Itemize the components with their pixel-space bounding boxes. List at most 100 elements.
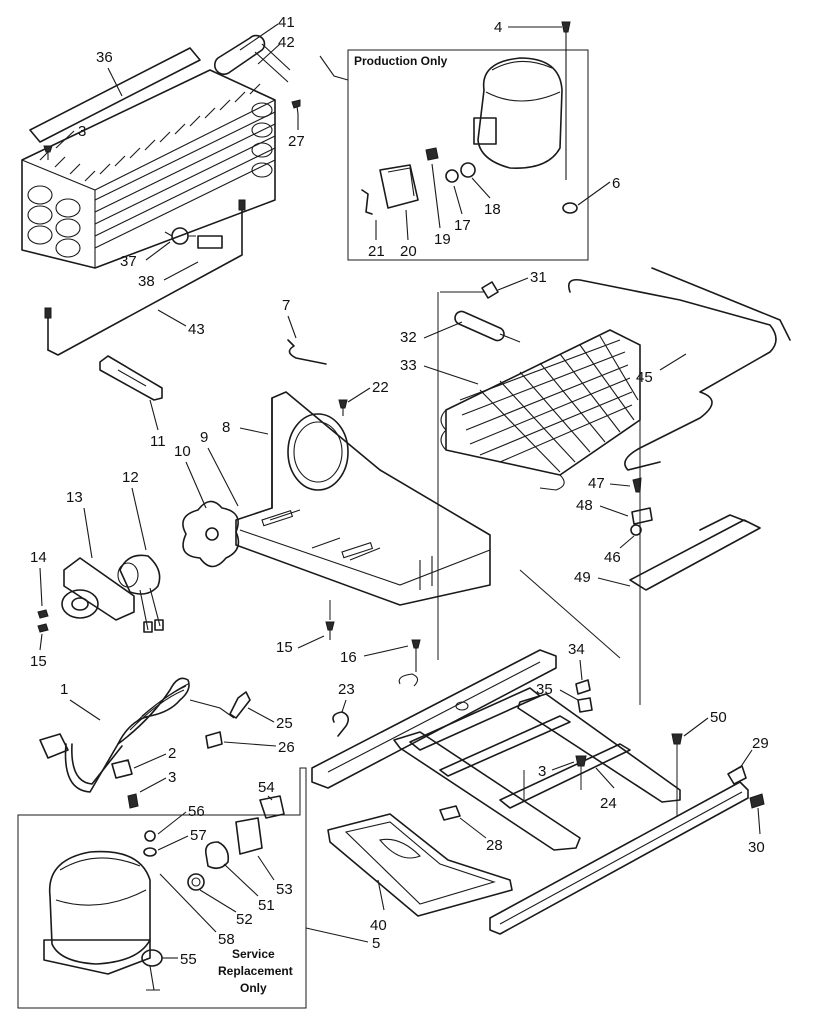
production-only-box: Production Only (319, 49, 589, 261)
service-replacement-box: Service Replacement Only (17, 767, 307, 1009)
clip (439, 805, 461, 821)
label-56: 56 (188, 803, 205, 820)
label-16: 16 (340, 649, 357, 666)
screw-icon (37, 609, 49, 619)
accumulator (214, 34, 291, 83)
label-26: 26 (278, 739, 295, 756)
fan-blade (182, 500, 240, 568)
grommet (445, 169, 459, 183)
label-53: 53 (276, 881, 293, 898)
label-17: 17 (454, 217, 471, 234)
clip (332, 711, 350, 737)
label-21: 21 (368, 243, 385, 260)
service-line-1: Service (232, 947, 275, 961)
label-55: 55 (180, 951, 197, 968)
drier (454, 310, 521, 343)
label-32: 32 (400, 329, 417, 346)
label-45: 45 (636, 369, 653, 386)
evaporator-coil (21, 47, 276, 269)
screw-icon (575, 755, 587, 767)
label-10: 10 (174, 443, 191, 460)
label-14: 14 (30, 549, 47, 566)
overload (460, 162, 476, 178)
label-43: 43 (188, 321, 205, 338)
fan-motor (61, 554, 164, 633)
label-41: 41 (278, 14, 295, 31)
screw-icon (127, 793, 139, 809)
screw-icon (749, 793, 765, 809)
label-25: 25 (276, 715, 293, 732)
label-18: 18 (484, 201, 501, 218)
label-9: 9 (200, 429, 208, 446)
screw-icon (43, 99, 301, 160)
drain-pan (327, 813, 513, 917)
label-15: 15 (276, 639, 293, 656)
label-51: 51 (258, 897, 275, 914)
fan-bracket (235, 391, 491, 606)
terminal-cover (259, 795, 285, 819)
condenser-coil (440, 329, 641, 491)
label-3c: 3 (538, 763, 546, 780)
label-35: 35 (536, 681, 553, 698)
screw-icon (671, 733, 683, 745)
label-8: 8 (222, 419, 230, 436)
label-7: 7 (282, 297, 290, 314)
service-line-2: Replacement (218, 964, 293, 978)
label-22: 22 (372, 379, 389, 396)
front-rail (489, 765, 749, 935)
defrost-thermostat (164, 227, 223, 249)
label-11: 11 (150, 433, 166, 450)
label-54: 54 (258, 779, 275, 796)
label-37: 37 (120, 253, 137, 270)
bracket (629, 514, 761, 591)
label-34: 34 (568, 641, 585, 658)
relay (379, 164, 419, 209)
clip (577, 697, 593, 713)
nut (144, 830, 156, 842)
label-2: 2 (168, 745, 176, 762)
drier-clip (481, 281, 499, 299)
label-57: 57 (190, 827, 207, 844)
label-50: 50 (710, 709, 727, 726)
label-4: 4 (494, 19, 502, 36)
label-15b: 15 (30, 653, 47, 670)
label-6: 6 (612, 175, 620, 192)
label-47: 47 (588, 475, 605, 492)
screw-icon (338, 399, 348, 409)
relay (235, 817, 263, 855)
guide-line (437, 291, 484, 660)
grommet (630, 524, 642, 536)
label-58: 58 (218, 931, 235, 948)
label-23: 23 (338, 681, 355, 698)
grommet (187, 873, 205, 891)
label-52: 52 (236, 911, 253, 928)
label-13: 13 (66, 489, 83, 506)
compressor-service (43, 850, 151, 975)
guide-line (519, 569, 621, 659)
label-19: 19 (434, 231, 451, 248)
clip (361, 189, 373, 215)
label-36: 36 (96, 49, 113, 66)
spring-clip (287, 339, 327, 365)
capacitor (141, 949, 163, 967)
label-49: 49 (574, 569, 591, 586)
compressor-production (473, 57, 563, 169)
screw-icon (325, 621, 335, 631)
label-12: 12 (122, 469, 139, 486)
screw-icon (411, 639, 421, 649)
label-31: 31 (530, 269, 547, 286)
service-line-3: Only (240, 981, 267, 995)
overload (204, 841, 230, 870)
label-29: 29 (752, 735, 769, 752)
label-20: 20 (400, 243, 417, 260)
drain-heater (44, 199, 246, 356)
label-3: 3 (78, 123, 86, 140)
washer (143, 847, 157, 857)
clamp (631, 507, 653, 525)
label-33: 33 (400, 357, 417, 374)
label-30: 30 (748, 839, 765, 856)
label-28: 28 (486, 837, 503, 854)
label-1: 1 (60, 681, 68, 698)
label-38: 38 (138, 273, 155, 290)
